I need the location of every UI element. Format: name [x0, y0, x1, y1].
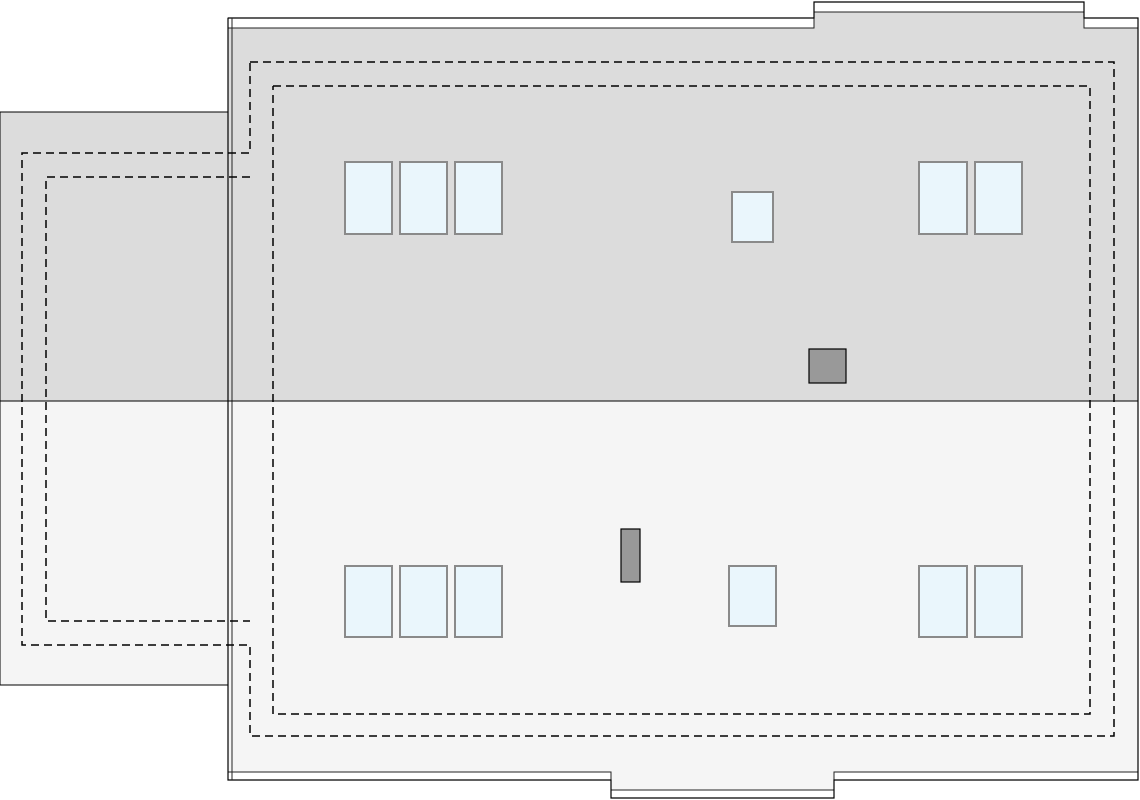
skylight [918, 161, 968, 235]
main-roof-lower-plane [228, 401, 1138, 790]
skylight [974, 161, 1023, 235]
skylight-group [344, 161, 503, 235]
skylight [454, 565, 503, 638]
skylight-group [344, 565, 503, 638]
skylight [731, 191, 774, 243]
left-wing-lower-plane [0, 401, 228, 685]
skylight [344, 565, 393, 638]
skylights [344, 161, 1023, 638]
skylight [728, 565, 777, 627]
wall-lines [21, 61, 1115, 737]
skylight [399, 565, 448, 638]
skylight [399, 161, 448, 235]
chimney [808, 348, 847, 384]
skylight [454, 161, 503, 235]
skylight [344, 161, 393, 235]
skylight-group [728, 565, 777, 627]
skylight-group [918, 565, 1023, 638]
skylight-group [731, 191, 774, 243]
inner-wall-line [45, 85, 1091, 715]
skylight [974, 565, 1023, 638]
skylight-group [918, 161, 1023, 235]
main-roof-outline [227, 1, 1139, 799]
left-wing-outline [0, 111, 228, 686]
skylight [918, 565, 968, 638]
left-wing-upper-plane [0, 112, 228, 401]
left-wing [0, 111, 228, 686]
vent-pipe [620, 528, 641, 583]
main-roof-upper-plane [228, 12, 1138, 401]
